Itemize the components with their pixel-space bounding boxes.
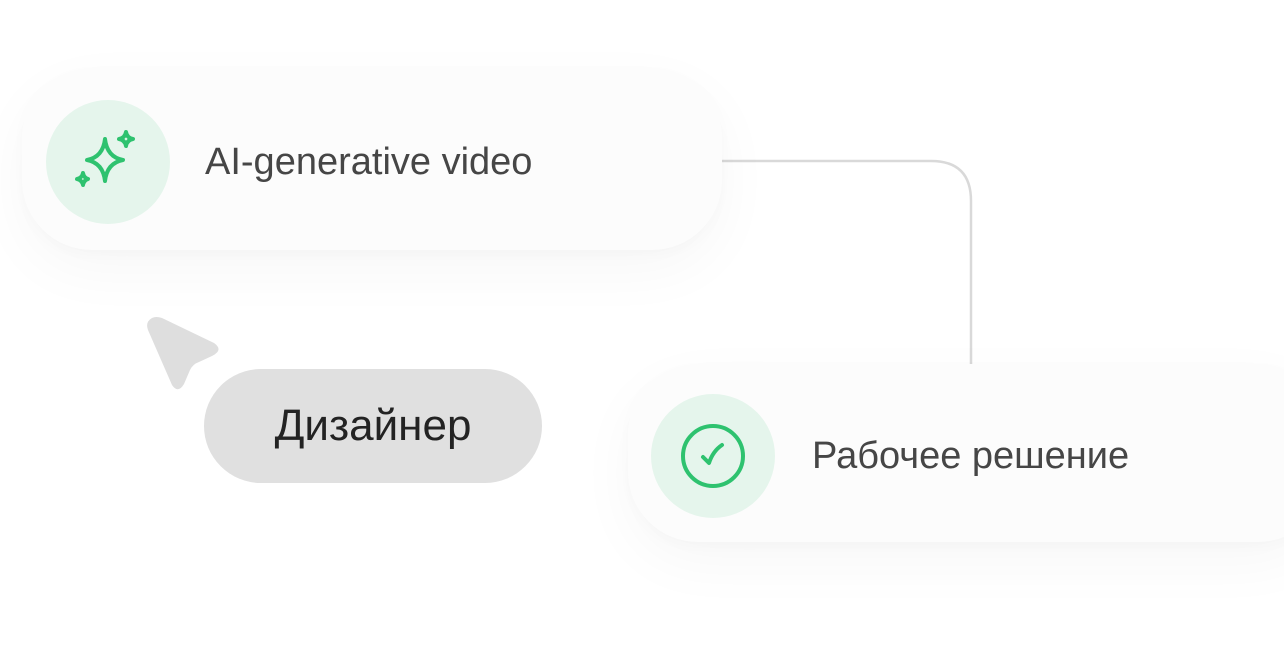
node-label: AI-generative video [205,141,533,183]
user-label-pill: Дизайнер [204,369,542,483]
cursor-arrow-icon [147,317,219,390]
node-label: Рабочее решение [812,435,1130,477]
node-working-solution[interactable]: Рабочее решение [628,364,1284,542]
sparkles-icon [46,100,170,224]
check-circle-icon [651,394,775,518]
user-label: Дизайнер [274,401,472,450]
node-ai-generative-video[interactable]: AI-generative video [22,68,722,250]
